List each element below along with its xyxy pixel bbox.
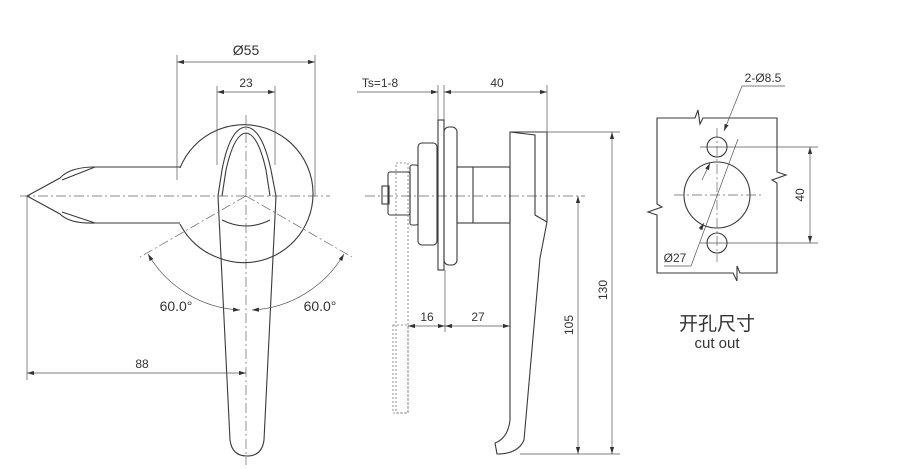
dim-diameter-55: Ø55	[233, 42, 260, 58]
dim-length-88: 88	[135, 357, 149, 371]
handle-side	[494, 131, 548, 455]
nut	[417, 142, 438, 246]
dim-16: 16	[420, 310, 434, 324]
handle-outline	[217, 126, 277, 457]
cutout-title-en: cut out	[694, 335, 740, 352]
dim-27: 27	[471, 310, 485, 324]
dim-thickness: Ts=1-8	[362, 76, 399, 90]
front-view: Ø55 23 60.0° 60.0° 88	[20, 42, 353, 465]
cutout-view: 2-Ø8.5 Ø27 40 开孔尺寸 cut out	[646, 71, 818, 352]
escutcheon-disc	[179, 124, 314, 264]
dim-center-hole: Ø27	[664, 251, 687, 265]
panel	[437, 119, 445, 271]
dim-mount-holes: 2-Ø8.5	[745, 71, 782, 85]
angle-right: 60.0°	[304, 298, 337, 314]
dim-105: 105	[562, 315, 576, 335]
side-view: Ts=1-8 40 16 27 105 130	[357, 76, 620, 455]
cam-lever-dotted	[395, 162, 409, 414]
cutout-title-cn: 开孔尺寸	[679, 313, 755, 335]
angle-left: 60.0°	[160, 298, 193, 314]
shaft	[456, 166, 511, 224]
side-arm	[25, 166, 180, 224]
dim-width-23: 23	[239, 76, 253, 90]
dim-depth-40: 40	[490, 76, 504, 90]
dim-130: 130	[596, 280, 610, 300]
dim-spacing-40: 40	[793, 188, 807, 202]
